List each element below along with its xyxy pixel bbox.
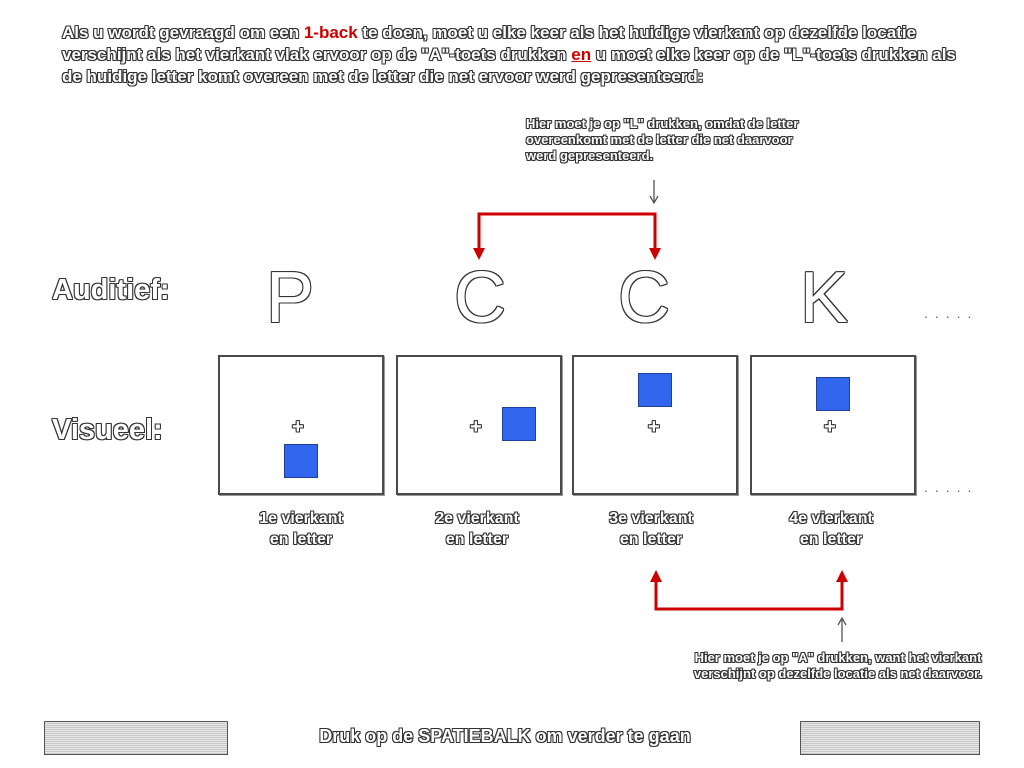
auditory-label: Auditief: bbox=[52, 274, 170, 306]
letter-4: K bbox=[799, 258, 849, 338]
bottom-bracket-left-arrowhead-icon bbox=[650, 570, 662, 582]
instruction-highlight-1back: 1-back bbox=[303, 23, 358, 42]
caption-4-line1: 4e vierkant bbox=[789, 510, 873, 527]
top-bracket-arrow bbox=[477, 212, 657, 252]
instruction-and-word: en bbox=[571, 45, 592, 64]
caption-2-line1: 2e vierkant bbox=[435, 510, 519, 527]
instruction-part1: Als u wordt gevraagd om een bbox=[62, 23, 304, 42]
blue-square bbox=[502, 407, 536, 441]
caption-2: 2e vierkant en letter bbox=[396, 508, 558, 550]
caption-3-line2: en letter bbox=[619, 531, 683, 548]
top-bracket-right-arrowhead-icon bbox=[649, 248, 661, 260]
callout-press-l: Hier moet je op "L" drukken, omdat de le… bbox=[526, 116, 799, 163]
frame-3: + bbox=[572, 355, 738, 495]
caption-3: 3e vierkant en letter bbox=[570, 508, 732, 550]
fixation-cross: + bbox=[648, 416, 660, 438]
caption-3-line1: 3e vierkant bbox=[609, 510, 693, 527]
instruction-part2: te doen, moet u elke keer als het huidig… bbox=[62, 23, 917, 64]
frame-4: + bbox=[750, 355, 916, 495]
caption-1-line2: en letter bbox=[269, 531, 333, 548]
up-arrow-icon bbox=[837, 616, 847, 642]
frame-2: + bbox=[396, 355, 562, 495]
caption-1: 1e vierkant en letter bbox=[220, 508, 382, 550]
fixation-cross: + bbox=[824, 416, 836, 438]
back-button[interactable] bbox=[44, 721, 228, 755]
next-button[interactable] bbox=[800, 721, 980, 755]
instruction-part3: u moet elke keer op de "L"-toets drukken… bbox=[62, 45, 956, 86]
top-bracket-left-arrowhead-icon bbox=[473, 248, 485, 260]
caption-2-line2: en letter bbox=[445, 531, 509, 548]
instruction-text: Als u wordt gevraagd om een 1-back te do… bbox=[62, 22, 962, 88]
fixation-cross: + bbox=[470, 416, 482, 438]
letter-3: C bbox=[618, 258, 670, 338]
callout-press-a: Hier moet je op "A" drukken, want het vi… bbox=[693, 650, 983, 681]
visual-label: Visueel: bbox=[52, 414, 163, 446]
ellipsis-visual: ..... bbox=[924, 479, 979, 495]
down-arrow-icon bbox=[649, 180, 659, 205]
caption-1-line1: 1e vierkant bbox=[259, 510, 343, 527]
blue-square bbox=[284, 444, 318, 478]
bottom-bracket-right-arrowhead-icon bbox=[836, 570, 848, 582]
caption-4-line2: en letter bbox=[799, 531, 863, 548]
ellipsis-auditory: ..... bbox=[924, 305, 979, 321]
blue-square bbox=[638, 373, 672, 407]
caption-4: 4e vierkant en letter bbox=[750, 508, 912, 550]
letter-1: P bbox=[265, 258, 315, 338]
blue-square bbox=[816, 377, 850, 411]
fixation-cross: + bbox=[292, 416, 304, 438]
letter-2: C bbox=[454, 258, 506, 338]
bottom-bracket-arrow bbox=[654, 578, 844, 611]
continue-prompt: Druk op de SPATIEBALK om verder te gaan bbox=[319, 726, 691, 746]
frame-1: + bbox=[218, 355, 384, 495]
